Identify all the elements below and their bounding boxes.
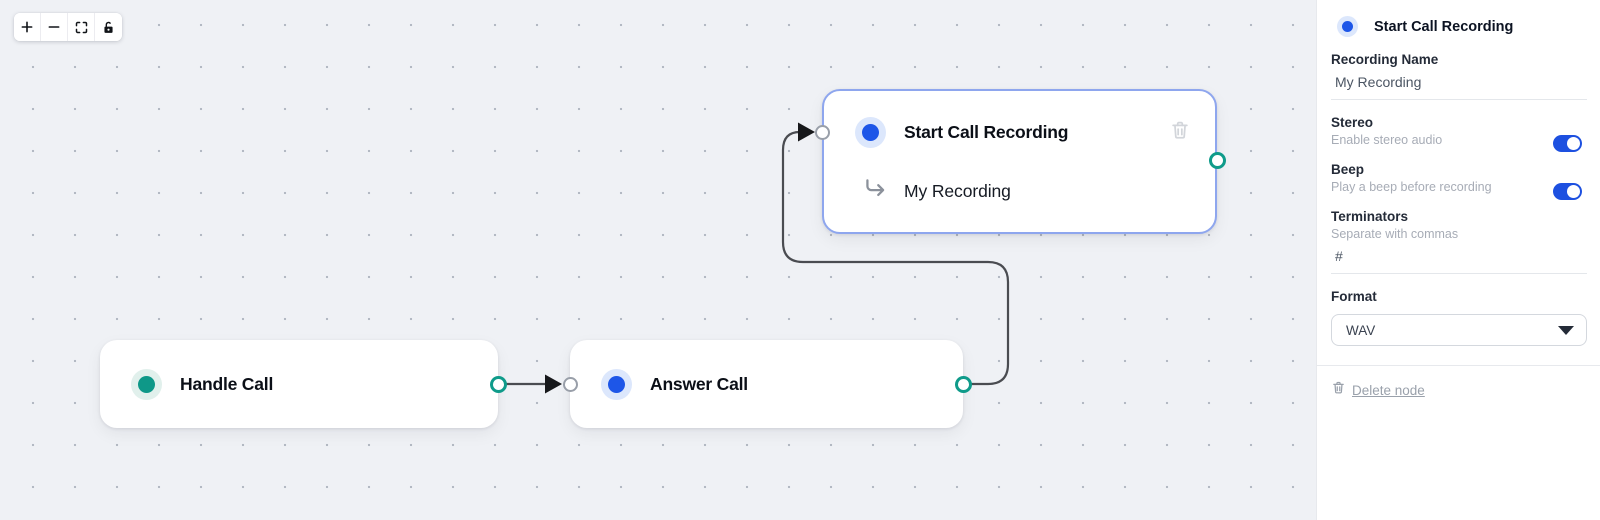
terminators-label: Terminators [1331, 209, 1409, 224]
format-label: Format [1331, 289, 1377, 304]
unlock-icon [101, 20, 116, 35]
format-value: WAV [1346, 322, 1376, 338]
beep-description: Play a beep before recording [1331, 180, 1492, 194]
stereo-label: Stereo [1331, 115, 1374, 130]
zoom-out-button[interactable] [41, 13, 68, 41]
stereo-description: Enable stereo audio [1331, 133, 1443, 147]
delete-node-label: Delete node [1352, 382, 1425, 398]
node-subtitle: My Recording [904, 180, 1011, 201]
dropdown-caret-icon [1558, 325, 1574, 335]
edge-answer-call-to-start-recording[interactable] [781, 130, 1010, 386]
lock-button[interactable] [95, 13, 122, 41]
branch-arrow-icon [862, 176, 888, 207]
panel-title: Start Call Recording [1374, 18, 1514, 35]
edge-arrowhead-icon [545, 374, 562, 394]
fit-view-icon [74, 20, 89, 35]
node-status-dot-icon [855, 116, 886, 148]
beep-toggle[interactable] [1553, 183, 1582, 200]
trash-icon [1331, 380, 1346, 400]
plus-icon [19, 19, 35, 35]
trash-icon[interactable] [1169, 119, 1191, 146]
canvas-controls [14, 13, 122, 41]
fit-view-button[interactable] [68, 13, 95, 41]
output-handle[interactable] [1208, 151, 1226, 169]
node-title: Start Call Recording [904, 121, 1069, 142]
recording-name-input[interactable] [1331, 67, 1587, 100]
node-title: Answer Call [650, 373, 748, 394]
node-title: Handle Call [180, 373, 274, 394]
output-handle[interactable] [954, 375, 972, 393]
format-select[interactable]: WAV [1331, 314, 1587, 346]
node-status-dot-icon [1337, 16, 1358, 37]
terminators-description: Separate with commas [1331, 227, 1459, 241]
node-handle-call[interactable]: Handle Call [100, 340, 507, 428]
output-handle[interactable] [489, 375, 507, 393]
beep-label: Beep [1331, 162, 1365, 177]
node-status-dot-icon [131, 368, 162, 400]
input-handle[interactable] [562, 376, 578, 392]
node-status-dot-icon [601, 368, 632, 400]
delete-node-button[interactable]: Delete node [1331, 380, 1425, 400]
properties-panel: Start Call Recording Recording Name Ster… [1316, 0, 1600, 520]
node-start-call-recording[interactable]: Start Call Recording My Recording [814, 89, 1226, 234]
node-answer-call[interactable]: Answer Call [562, 340, 972, 428]
terminators-input[interactable] [1331, 241, 1587, 274]
input-handle[interactable] [814, 124, 830, 140]
edge-arrowhead-icon [798, 122, 815, 142]
recording-name-label: Recording Name [1331, 52, 1439, 67]
edges-layer [496, 122, 1010, 394]
flow-canvas[interactable]: Handle Call Answer Call Start Call Recor… [0, 0, 1316, 520]
minus-icon [46, 19, 62, 35]
stereo-toggle[interactable] [1553, 135, 1582, 152]
zoom-in-button[interactable] [14, 13, 41, 41]
